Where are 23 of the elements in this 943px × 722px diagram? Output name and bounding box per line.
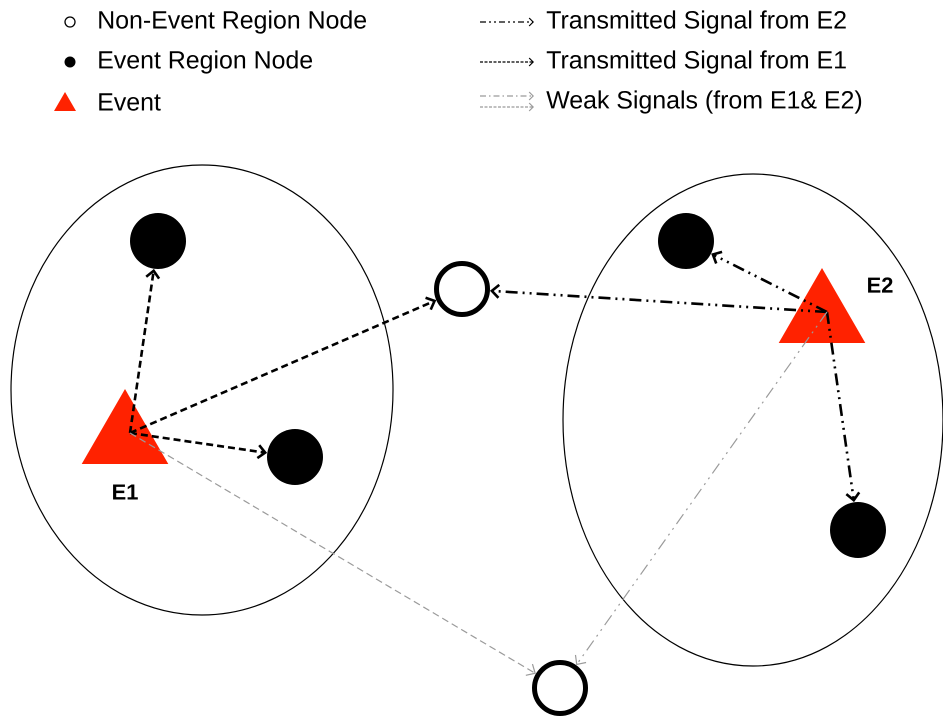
signal-arrow xyxy=(490,284,828,314)
legend-text: Transmitted Signal from E1 xyxy=(546,50,846,74)
non-event-region-node xyxy=(434,261,490,317)
legend-text: Event Region Node xyxy=(99,50,312,74)
signal-arrow xyxy=(711,250,828,314)
legend-text: Weak Signals (from E1& E2) xyxy=(546,90,862,114)
event-label: E1 xyxy=(113,484,138,500)
signal-arrow xyxy=(826,312,860,502)
event-region-node xyxy=(130,213,186,269)
signal-arrow xyxy=(128,268,160,434)
legend-text: Non-Event Region Node xyxy=(99,10,366,34)
event-label: E2 xyxy=(868,277,893,293)
legend-text: Event xyxy=(99,93,161,111)
non-event-region-node xyxy=(532,660,588,716)
event-region-node xyxy=(658,213,714,269)
legend-text: Transmitted Signal from E2 xyxy=(546,10,846,34)
signal-arrow xyxy=(574,312,828,666)
event-region-node xyxy=(830,502,886,558)
signal-arrow xyxy=(130,432,268,460)
signal-arrow xyxy=(130,432,536,676)
event-region-node xyxy=(267,429,323,485)
region-ellipse xyxy=(10,164,394,616)
signal-arrow xyxy=(130,296,436,434)
